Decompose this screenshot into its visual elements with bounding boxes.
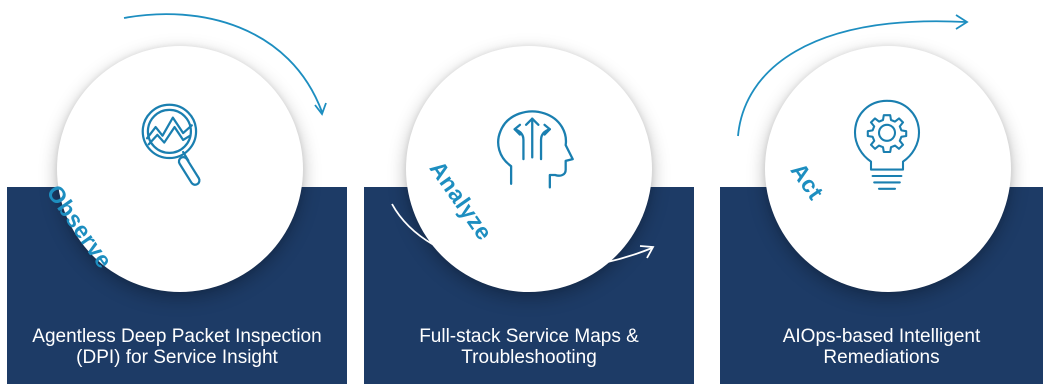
head-arrows-icon (497, 110, 574, 189)
act-caption: AIOps-based Intelligent Remediations (720, 326, 1043, 368)
act-label: Act (785, 158, 830, 205)
observe-caption-line-1: Agentless Deep Packet Inspection (32, 326, 322, 347)
analyze-caption-line-1: Full-stack Service Maps & (419, 326, 639, 347)
magnifier-chart-icon (141, 103, 201, 186)
observe-caption-line-2: (DPI) for Service Insight (76, 347, 278, 368)
act-circle: Act (765, 46, 1011, 292)
lightbulb-gear-icon (853, 99, 921, 190)
observe-flow-arrow (123, 13, 327, 116)
observe-caption: Agentless Deep Packet Inspection (DPI) f… (7, 326, 347, 368)
observe-circle: Observe (42, 46, 303, 292)
act-caption-line-2: Remediations (823, 347, 940, 368)
analyze-caption-line-2: Troubleshooting (461, 347, 597, 368)
act-caption-line-1: AIOps-based Intelligent (782, 326, 981, 347)
act-flow-arrow (737, 14, 969, 137)
analyze-flow-arrow (391, 203, 655, 271)
analyze-caption: Full-stack Service Maps & Troubleshootin… (364, 326, 694, 368)
